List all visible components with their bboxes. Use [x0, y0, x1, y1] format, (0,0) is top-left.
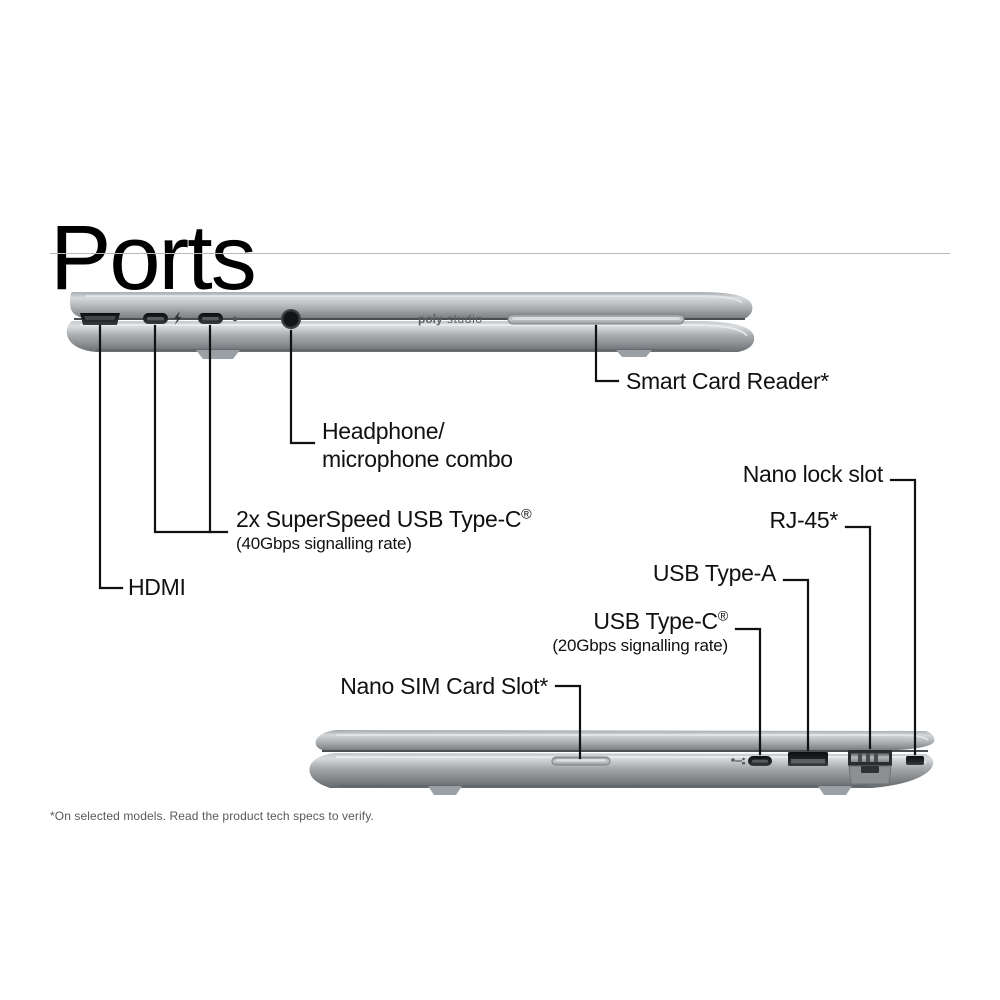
usb-c-thunderbolt-port: [143, 313, 168, 324]
base-highlight: [80, 324, 748, 337]
callout-usb-a-label: USB Type-A: [652, 560, 776, 586]
callout-usb-c-20-sub: (20Gbps signalling rate): [552, 636, 728, 655]
laptop-lid-top: [70, 292, 753, 318]
leader-lines-bottom: [554, 478, 917, 760]
callout-hdmi: HDMI: [128, 573, 186, 601]
registered-trademark-symbol: ®: [717, 608, 729, 625]
svg-text:studio: studio: [447, 312, 483, 326]
usb-a-port: [788, 752, 828, 766]
hdmi-port: [80, 313, 120, 325]
nano-lock-slot: [906, 756, 924, 765]
callout-nano-sim: Nano SIM Card Slot*: [340, 672, 548, 700]
poly-studio-logo: poly studio: [418, 312, 483, 326]
smart-card-reader-slot: [507, 313, 685, 325]
footnote: *On selected models. Read the product te…: [50, 809, 374, 823]
leader-nano-lock: [889, 478, 917, 756]
leader-usb-a: [782, 578, 810, 752]
callout-rj45: RJ-45*: [769, 506, 838, 534]
callout-usb-c-20-label: USB Type-C: [593, 608, 718, 634]
callout-usb-c-20: USB Type-C® (20Gbps signalling rate): [552, 607, 728, 657]
leader-usb-c-40-a: [153, 324, 229, 534]
callout-headphone-label-line2: microphone combo: [322, 446, 513, 472]
registered-trademark-symbol: ®: [521, 506, 532, 523]
leader-rj45: [844, 525, 872, 750]
leader-smart-card-reader: [594, 324, 620, 383]
leader-lines-top: [98, 324, 620, 590]
callout-usb-c-40-label: 2x SuperSpeed USB Type-C: [236, 506, 522, 532]
laptop-bottom-edge-view: [309, 730, 935, 795]
headphone-jack: [281, 309, 301, 329]
callout-nano-lock: Nano lock slot: [742, 460, 884, 488]
leader-hdmi: [98, 324, 124, 590]
usb-c-icon: [731, 757, 745, 765]
status-led: [232, 316, 238, 322]
thunderbolt-icon: [174, 311, 182, 325]
svg-text:poly: poly: [418, 312, 443, 326]
leader-usb-c-20: [734, 627, 762, 756]
callout-headphone-label: Headphone/: [322, 418, 445, 444]
rubber-foot: [196, 350, 240, 359]
callout-headphone: Headphone/ microphone combo: [322, 417, 513, 473]
usb-c-thunderbolt-port: [198, 313, 223, 324]
rubber-foot: [818, 786, 852, 795]
rubber-foot: [616, 350, 652, 357]
leader-headphone: [289, 329, 316, 445]
rubber-foot: [428, 786, 462, 795]
usb-c-port: [748, 756, 772, 766]
title-divider: [50, 253, 950, 254]
page-title: Ports: [50, 206, 257, 309]
callout-usb-c-40-sub: (40Gbps signalling rate): [236, 534, 412, 553]
lid-highlight: [86, 295, 743, 304]
callout-usb-c-40: 2x SuperSpeed USB Type-C® (40Gbps signal…: [236, 505, 532, 555]
laptop-top-edge-view: poly studio: [66, 292, 755, 359]
callout-smart-card-reader: Smart Card Reader*: [626, 367, 829, 395]
callout-usb-a: USB Type-A: [653, 559, 776, 587]
laptop-base-bottom: [309, 753, 934, 788]
callout-hdmi-label: HDMI: [128, 574, 186, 600]
laptop-base-top: [66, 321, 755, 352]
laptop-lid-bottom: [315, 730, 935, 750]
leader-nano-sim: [554, 684, 582, 760]
callout-nano-lock-label: Nano lock slot: [742, 461, 884, 487]
callout-nano-sim-label: Nano SIM Card Slot*: [340, 673, 548, 699]
rj45-port: [848, 750, 892, 785]
lid-highlight: [336, 734, 929, 741]
callout-rj45-label: RJ-45*: [769, 507, 838, 533]
callout-smart-card-reader-label: Smart Card Reader*: [626, 368, 829, 394]
